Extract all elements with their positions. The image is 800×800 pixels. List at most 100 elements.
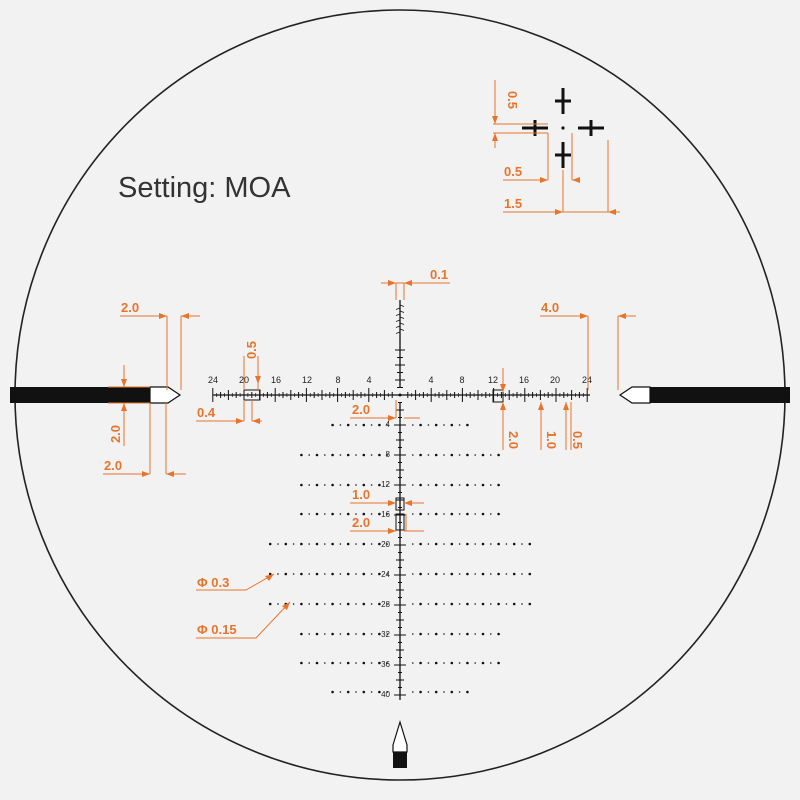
holdover-dot xyxy=(412,633,414,635)
dim-hash-spacing: 0.4 xyxy=(197,405,216,420)
holdover-dot xyxy=(443,513,445,515)
upper-tick xyxy=(395,313,401,316)
holdover-dot xyxy=(308,633,311,635)
vertical-ticks xyxy=(394,402,406,696)
holdover-dot xyxy=(450,661,454,665)
holdover-dot xyxy=(386,603,389,605)
holdover-dot xyxy=(362,602,366,606)
v-label-20: 20 xyxy=(381,540,390,549)
holdover-dot xyxy=(308,603,311,605)
holdover-dot xyxy=(466,453,469,457)
holdover-dot xyxy=(362,423,366,427)
holdover-dot xyxy=(481,602,485,606)
holdover-dot xyxy=(490,513,492,515)
holdover-dot xyxy=(370,513,373,515)
holdover-dot xyxy=(419,690,422,694)
holdover-dot xyxy=(339,662,342,664)
holdover-dot xyxy=(466,572,469,576)
holdover-dot xyxy=(339,543,342,545)
holdover-dot xyxy=(497,602,500,606)
holdover-dot xyxy=(268,542,272,546)
holdover-dot xyxy=(331,542,334,546)
holdover-dot xyxy=(474,633,477,635)
holdover-dot xyxy=(308,454,311,456)
holdover-dot xyxy=(362,453,366,457)
inset-center-dot xyxy=(561,126,565,130)
holdover-dot xyxy=(497,661,500,665)
holdover-dot xyxy=(458,424,461,426)
holdover-dot xyxy=(450,453,454,457)
holdover-dot xyxy=(474,573,477,575)
holdover-dot xyxy=(331,661,334,665)
holdover-dot xyxy=(284,572,288,576)
holdover-dot xyxy=(450,602,454,606)
holdover-dot xyxy=(324,543,326,545)
holdover-dot xyxy=(497,572,500,576)
holdover-dot xyxy=(450,512,454,516)
holdover-dot xyxy=(378,512,381,516)
holdover-dot xyxy=(315,602,319,606)
holdover-dot xyxy=(370,662,373,664)
holdover-dot xyxy=(434,602,438,606)
holdover-dot xyxy=(292,543,295,545)
holdover-dot xyxy=(300,572,303,576)
v-label-8: 8 xyxy=(386,450,391,459)
holdover-dot xyxy=(315,483,319,487)
holdover-dot xyxy=(419,542,422,546)
holdover-dot xyxy=(505,543,508,545)
holdover-dot xyxy=(331,423,334,427)
holdover-dot xyxy=(528,602,532,606)
h-label-left-4: 4 xyxy=(366,375,371,385)
holdover-dot xyxy=(481,453,485,457)
holdover-dot xyxy=(443,573,445,575)
holdover-dot xyxy=(308,513,311,515)
dim-left-post-tip: 2.0 xyxy=(104,458,122,473)
v-label-36: 36 xyxy=(381,660,390,669)
holdover-dot xyxy=(346,512,350,516)
holdover-dot xyxy=(370,633,373,635)
holdover-dot xyxy=(458,633,461,635)
holdover-dot xyxy=(346,632,350,636)
holdover-dot xyxy=(378,572,381,576)
holdover-dot xyxy=(412,484,414,486)
upper-tick xyxy=(395,325,401,328)
holdover-dot xyxy=(490,633,492,635)
holdover-dot xyxy=(497,453,500,457)
holdover-dot xyxy=(512,542,516,546)
holdover-dot xyxy=(362,512,366,516)
holdover-dot xyxy=(458,543,461,545)
holdover-dot xyxy=(434,661,438,665)
h-label-left-16: 16 xyxy=(271,375,281,385)
holdover-dot xyxy=(355,513,357,515)
holdover-dot xyxy=(315,453,319,457)
holdover-dot xyxy=(490,454,492,456)
h-label-right-8: 8 xyxy=(459,375,464,385)
holdover-dot xyxy=(474,543,477,545)
holdover-dot xyxy=(324,633,326,635)
holdover-dot xyxy=(370,573,373,575)
holdover-dot xyxy=(497,632,500,636)
holdover-dot xyxy=(378,602,381,606)
holdover-dot xyxy=(481,483,485,487)
holdover-dot xyxy=(386,633,389,635)
holdover-dot xyxy=(458,691,461,693)
holdover-dot xyxy=(443,633,445,635)
holdover-dot xyxy=(370,691,373,693)
holdover-dot xyxy=(331,602,334,606)
holdover-dot xyxy=(505,603,508,605)
holdover-dot xyxy=(339,603,342,605)
holdover-dot xyxy=(458,662,461,664)
h-label-right-24: 24 xyxy=(582,375,592,385)
v-label-32: 32 xyxy=(381,630,390,639)
holdover-dot xyxy=(300,661,303,665)
holdover-dot xyxy=(355,662,357,664)
holdover-dot xyxy=(386,484,389,486)
holdover-dot xyxy=(378,632,381,636)
holdover-dot xyxy=(346,572,350,576)
holdover-dot xyxy=(450,483,454,487)
holdover-dot xyxy=(466,690,469,694)
dim-right-post-width: 4.0 xyxy=(541,300,559,315)
holdover-dot xyxy=(378,423,381,427)
center-dot xyxy=(398,393,402,397)
